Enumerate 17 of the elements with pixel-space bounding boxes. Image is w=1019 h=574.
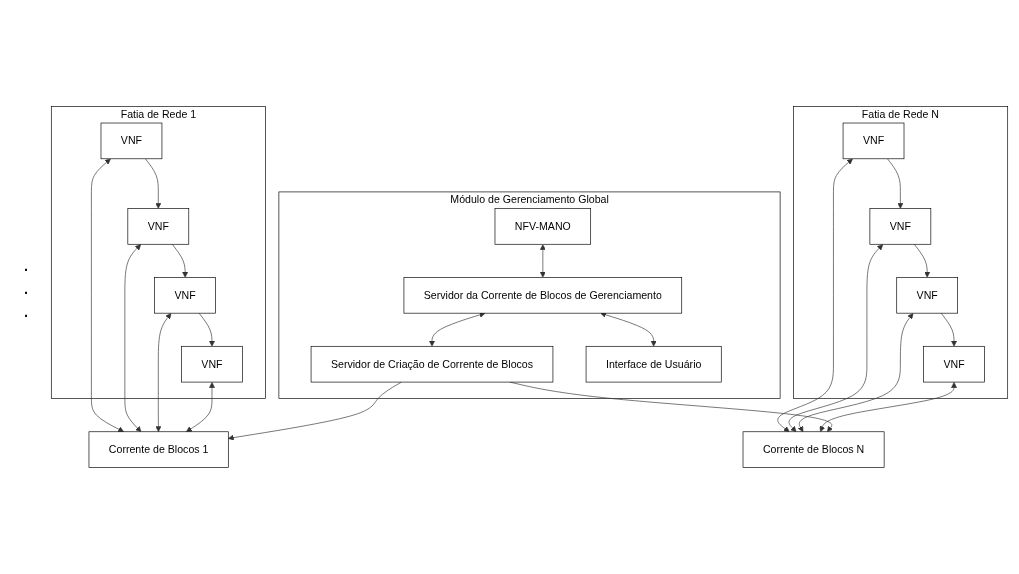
node-box: Servidor da Corrente de Blocos de Gerenciamento [403,277,683,314]
node-box: VNF [923,345,985,383]
ellipsis-dot: . [23,252,29,276]
node-box: VNF [181,345,243,383]
node-box: NFV-MANO [494,208,592,245]
node-box: VNF [896,277,958,314]
node-box: VNF [154,277,216,314]
node-box: Corrente de Blocos N [742,431,885,468]
node-box: VNF [842,122,905,160]
node-box: Interface de Usuário [585,345,722,383]
node-box: Corrente de Blocos 1 [88,431,229,468]
ellipsis-dot: . [23,298,29,322]
ellipsis-dot: . [23,275,29,299]
node-box: VNF [100,122,163,160]
node-box: VNF [869,208,932,245]
node-box: Servidor de Criação de Corrente de Blocos [310,345,554,383]
node-box: VNF [127,208,190,245]
